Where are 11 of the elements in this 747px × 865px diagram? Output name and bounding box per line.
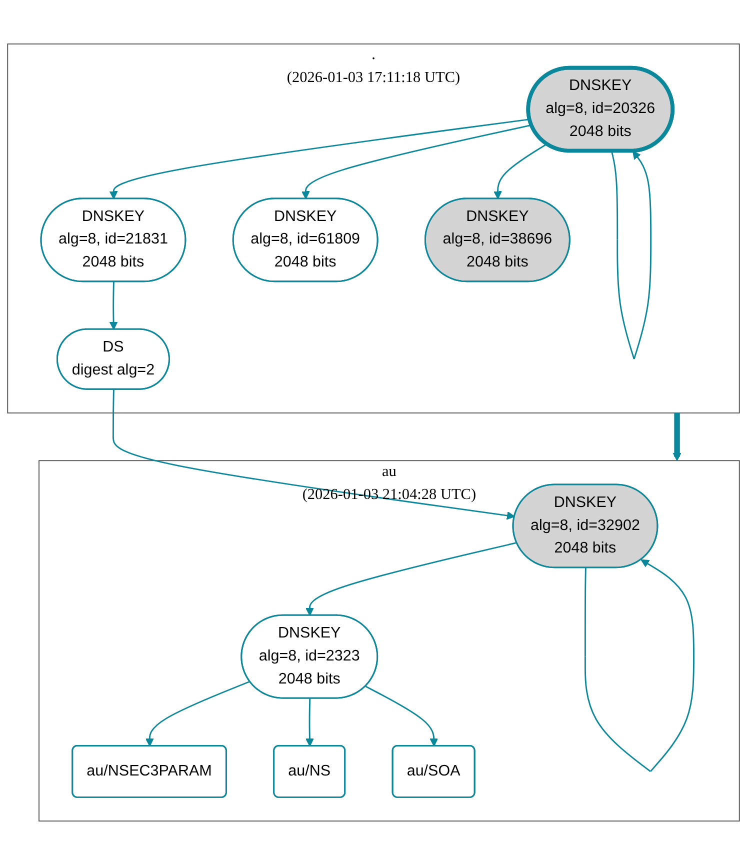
arrow	[672, 412, 682, 461]
arrow	[494, 143, 548, 200]
arrow	[109, 282, 118, 330]
arrow	[306, 698, 314, 747]
arrow	[112, 390, 516, 520]
arrow	[610, 150, 652, 360]
arrow	[584, 559, 694, 772]
arrow	[145, 680, 250, 747]
arrow	[365, 686, 438, 747]
arrow	[109, 118, 530, 200]
arrow	[306, 542, 517, 616]
